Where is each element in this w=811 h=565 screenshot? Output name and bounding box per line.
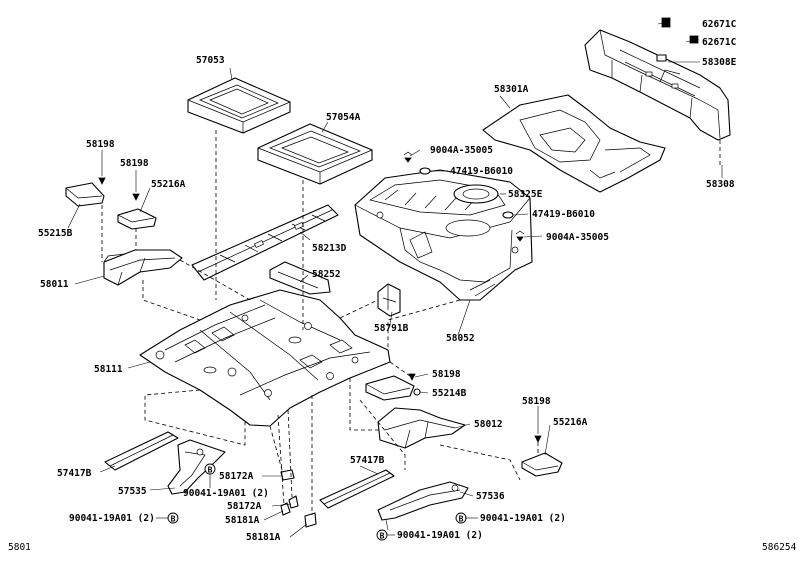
- spare-tire-spacer-58325e[interactable]: [453, 184, 499, 204]
- plug-47419-bottom[interactable]: [502, 211, 514, 219]
- label-9004a-top: 9004A-35005: [430, 145, 493, 156]
- clip-62671c-b[interactable]: [689, 35, 699, 44]
- label-58198-b: 58198: [120, 158, 149, 169]
- label-58308: 58308: [706, 179, 735, 190]
- marker-b-c: B: [455, 512, 467, 524]
- label-57054a: 57054A: [326, 112, 361, 123]
- assembly-lines: [101, 130, 721, 515]
- label-58308e: 58308E: [702, 57, 737, 68]
- label-62671c-a: 62671C: [702, 19, 737, 30]
- pad-55215b-part[interactable]: [65, 182, 105, 207]
- pad-55216a-bottom-part[interactable]: [521, 452, 563, 477]
- plug-58198-d[interactable]: [534, 435, 542, 443]
- label-58252: 58252: [312, 269, 341, 280]
- label-57417b-right: 57417B: [350, 455, 385, 466]
- main-floor-pan-58111-part[interactable]: [139, 289, 391, 427]
- label-55215b: 55215B: [38, 228, 73, 239]
- label-57535: 57535: [118, 486, 147, 497]
- svg-text:B: B: [208, 466, 213, 475]
- label-58198-c: 58198: [432, 369, 461, 380]
- svg-text:B: B: [171, 515, 176, 524]
- plate-58252-part[interactable]: [269, 261, 331, 295]
- label-55216a-top: 55216A: [151, 179, 186, 190]
- clip-62671c-a[interactable]: [661, 17, 671, 28]
- label-57053: 57053: [196, 55, 225, 66]
- label-90041-d: 90041-19A01 (2): [397, 530, 483, 541]
- marker-b-a: B: [204, 463, 216, 475]
- crossmember-58011-part[interactable]: [103, 249, 183, 286]
- label-90041-c: 90041-19A01 (2): [480, 513, 566, 524]
- leader-lines: [67, 21, 723, 538]
- footer-drawing-number: 586254: [762, 542, 797, 553]
- label-58198-a: 58198: [86, 139, 115, 150]
- label-58012: 58012: [474, 419, 503, 430]
- label-58213d: 58213D: [312, 243, 347, 254]
- label-58172a-b: 58172A: [227, 501, 262, 512]
- label-9004a-bottom: 9004A-35005: [546, 232, 609, 243]
- plug-58198-c[interactable]: [408, 373, 416, 381]
- plug-58198-a[interactable]: [98, 177, 106, 185]
- plug-9004a-bottom[interactable]: [515, 230, 525, 242]
- label-55216a-bottom: 55216A: [553, 417, 588, 428]
- label-58011: 58011: [40, 279, 69, 290]
- bracket-58172a-a[interactable]: [280, 469, 295, 481]
- rail-57417b-left-part[interactable]: [104, 431, 179, 471]
- marker-b-b: B: [167, 512, 179, 524]
- bracket-58181a-a[interactable]: [280, 502, 291, 516]
- bracket-57536-part[interactable]: [377, 481, 469, 521]
- clip-55214b[interactable]: [413, 388, 421, 396]
- plug-9004a-top[interactable]: [403, 151, 413, 163]
- label-58301a: 58301A: [494, 84, 529, 95]
- marker-b-d: B: [376, 529, 388, 541]
- footer-page-code: 5801: [8, 542, 31, 553]
- rear-floor-pan-58052-part[interactable]: [354, 169, 533, 301]
- center-brace-58213d-part[interactable]: [191, 204, 339, 281]
- label-62671c-b: 62671C: [702, 37, 737, 48]
- crossmember-58012-part[interactable]: [377, 407, 466, 449]
- seat-frame-57054a-part[interactable]: [257, 123, 373, 185]
- bracket-58172a-b[interactable]: [288, 495, 299, 509]
- label-90041-a: 90041-19A01 (2): [183, 488, 269, 499]
- label-55214b: 55214B: [432, 388, 467, 399]
- label-58052: 58052: [446, 333, 475, 344]
- plug-58198-b[interactable]: [132, 193, 140, 201]
- label-58198-d: 58198: [522, 396, 551, 407]
- rear-floor-58301a-part[interactable]: [482, 94, 666, 193]
- label-58325e: 58325E: [508, 189, 543, 200]
- label-47419-top: 47419-B6010: [450, 166, 513, 177]
- plug-47419-top[interactable]: [419, 167, 431, 175]
- label-58181a-b: 58181A: [246, 532, 281, 543]
- label-57536: 57536: [476, 491, 505, 502]
- bracket-58308e[interactable]: [656, 54, 667, 62]
- pad-55216a-top-part[interactable]: [117, 208, 157, 230]
- bracket-58791b-part[interactable]: [377, 283, 401, 317]
- label-58181a-a: 58181A: [225, 515, 260, 526]
- label-58791b: 58791B: [374, 323, 409, 334]
- label-57417b-left: 57417B: [57, 468, 92, 479]
- bracket-58181a-b[interactable]: [304, 512, 317, 528]
- bracket-57535-part[interactable]: [167, 439, 226, 495]
- label-47419-bottom: 47419-B6010: [532, 209, 595, 220]
- svg-text:B: B: [459, 515, 464, 524]
- label-58172a-a: 58172A: [219, 471, 254, 482]
- rear-side-member-part[interactable]: [584, 29, 731, 141]
- label-90041-b: 90041-19A01 (2): [69, 513, 155, 524]
- seat-frame-57053-part[interactable]: [187, 77, 291, 134]
- pad-55214b-part[interactable]: [365, 375, 415, 401]
- rail-57417b-right-part[interactable]: [319, 469, 395, 509]
- svg-text:B: B: [380, 532, 385, 541]
- label-58111: 58111: [94, 364, 123, 375]
